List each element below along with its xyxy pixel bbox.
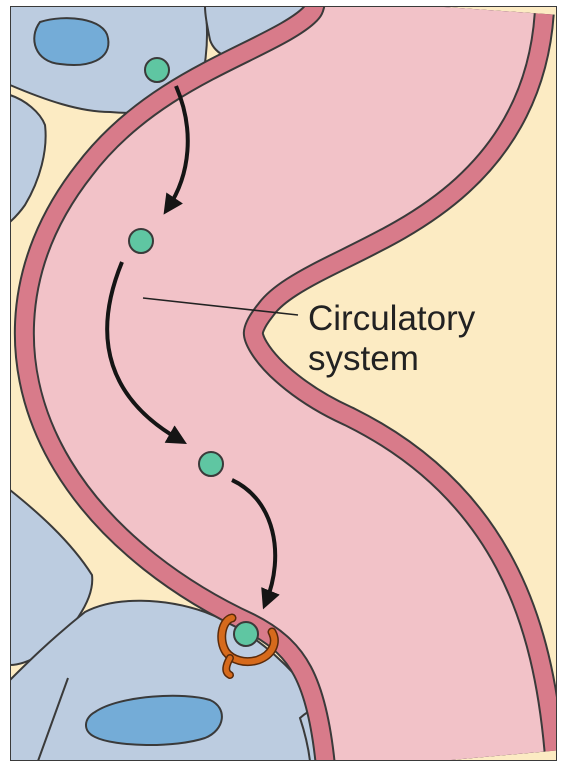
hormone-dot — [145, 58, 169, 82]
frame-margin — [557, 0, 565, 763]
frame-margin — [0, 0, 10, 763]
cell-nucleus — [34, 18, 108, 65]
hormone-dot — [234, 622, 258, 646]
label-circulatory: Circulatory — [308, 299, 476, 338]
frame-margin — [0, 0, 565, 6]
hormone-dot — [129, 229, 153, 253]
label-system: system — [308, 339, 419, 378]
hormone-dot — [199, 452, 223, 476]
